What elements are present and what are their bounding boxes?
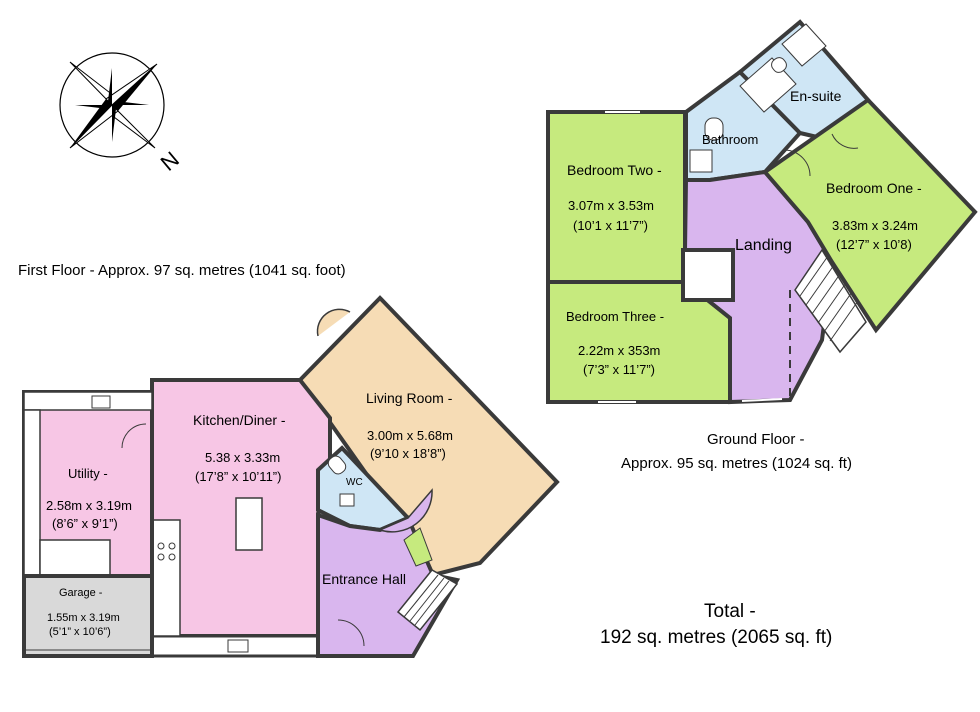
bedroom-three-imperial: (7’3” x 11’7”) <box>583 362 655 377</box>
ground-floor-heading: Ground Floor - <box>707 431 805 448</box>
garage-metric: 1.55m x 3.19m <box>47 612 120 624</box>
bedroom-one-label: Bedroom One - <box>826 180 922 196</box>
bedroom-three-metric: 2.22m x 353m <box>578 343 660 358</box>
kitchen-island <box>235 497 263 551</box>
utility-metric: 2.58m x 3.19m <box>46 498 132 513</box>
compass-rose-icon: N <box>59 52 184 176</box>
bedroom-two-area <box>546 110 687 284</box>
bathroom-label: Bathroom <box>702 132 758 147</box>
wc-label: WC <box>346 477 363 488</box>
garage-imperial: (5’1” x 10’6”) <box>49 626 111 638</box>
landing-label: Landing <box>735 237 792 254</box>
ground-floor-area: Approx. 95 sq. metres (1024 sq. ft) <box>621 455 852 472</box>
total-area: 192 sq. metres (2065 sq. ft) <box>600 627 832 648</box>
bedroom-two-imperial: (10’1 x 11’7”) <box>573 218 648 233</box>
living-room-label: Living Room - <box>366 390 453 406</box>
compass-north-label: N <box>156 146 184 175</box>
kitchen-diner-label: Kitchen/Diner - <box>193 412 286 428</box>
first-floor-upper-plan: En-suite Bathroom Bedroom Two - 3.07m x … <box>546 19 978 405</box>
ground-floor-plan: Living Room - 3.00m x 5.68m (9’10 x 18’8… <box>22 295 560 658</box>
living-room-metric: 3.00m x 5.68m <box>367 428 453 443</box>
landing-cupboard <box>681 248 735 302</box>
entrance-hall-label: Entrance Hall <box>322 571 406 587</box>
utility-imperial: (8’6” x 9’1”) <box>52 516 118 531</box>
garage-area <box>22 574 154 658</box>
living-room-imperial: (9’10 x 18’8”) <box>370 446 446 461</box>
total-heading: Total - <box>704 601 756 622</box>
bedroom-one-metric: 3.83m x 3.24m <box>832 218 918 233</box>
bedroom-two-metric: 3.07m x 3.53m <box>568 198 654 213</box>
bedroom-one-imperial: (12’7” x 10’8) <box>836 237 912 252</box>
bedroom-one-area <box>762 97 978 334</box>
first-floor-heading: First Floor - Approx. 97 sq. metres (104… <box>18 262 346 279</box>
kitchen-diner-metric: 5.38 x 3.33m <box>205 450 280 465</box>
kitchen-diner-imperial: (17’8” x 10’11”) <box>195 469 281 484</box>
garage-label: Garage - <box>59 587 103 599</box>
bedroom-two-label: Bedroom Two - <box>567 162 662 178</box>
utility-label: Utility - <box>68 466 108 481</box>
bedroom-three-label: Bedroom Three - <box>566 309 664 324</box>
ensuite-label: En-suite <box>790 88 842 104</box>
